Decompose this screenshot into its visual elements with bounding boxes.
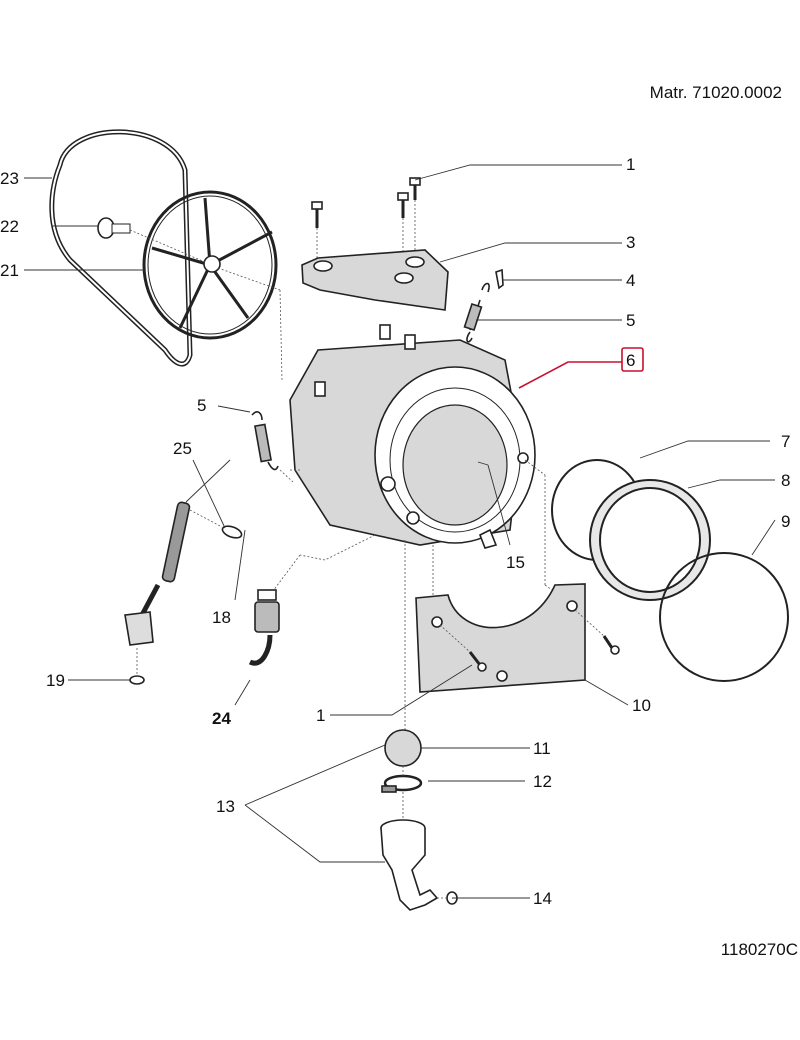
drawing-code: 1180270C [721, 940, 798, 959]
callout-12[interactable]: 12 [533, 772, 552, 791]
callout-11[interactable]: 11 [533, 739, 551, 758]
callout-21[interactable]: 21 [0, 261, 19, 280]
screw-front-left[interactable] [468, 651, 487, 672]
screw-front-right[interactable] [602, 635, 620, 655]
spring-upper[interactable] [463, 282, 490, 343]
callout-5[interactable]: 5 [626, 311, 635, 330]
pin[interactable] [221, 524, 243, 540]
callout-14[interactable]: 14 [533, 889, 552, 908]
callout-22[interactable]: 22 [0, 217, 19, 236]
clip[interactable] [495, 268, 504, 290]
counterweight-top[interactable] [301, 249, 449, 311]
callout-8[interactable]: 8 [781, 471, 790, 490]
callout-24[interactable]: 24 [212, 709, 231, 728]
material-code: Matr. 71020.0002 [650, 83, 782, 102]
pulley-bolt[interactable] [97, 217, 131, 239]
callout-13[interactable]: 13 [216, 797, 235, 816]
callout-25[interactable]: 25 [173, 439, 192, 458]
tub-assembly[interactable] [289, 324, 536, 549]
counterweight-front[interactable] [415, 583, 586, 693]
pressure-hose[interactable] [248, 589, 280, 666]
leader-lines [24, 164, 776, 899]
callout-9[interactable]: 9 [781, 512, 790, 531]
hose-clamp[interactable] [381, 774, 423, 793]
callout-1-lower[interactable]: 1 [316, 706, 325, 725]
callout-5-lower[interactable]: 5 [197, 396, 206, 415]
pulley[interactable] [142, 190, 278, 340]
drive-belt[interactable] [49, 129, 193, 367]
screw-top-left[interactable] [311, 201, 323, 228]
spring-lower[interactable] [251, 411, 279, 471]
gasket[interactable] [659, 552, 789, 682]
callout-4[interactable]: 4 [626, 271, 635, 290]
screw-top-mid[interactable] [397, 192, 409, 218]
callout-6-leader [518, 361, 622, 389]
damper-foot[interactable] [129, 675, 145, 685]
callout-18[interactable]: 18 [212, 608, 231, 627]
callout-1[interactable]: 1 [626, 155, 635, 174]
screw-top-right[interactable] [409, 177, 421, 200]
front-flange[interactable] [589, 479, 711, 601]
callout-23[interactable]: 23 [0, 169, 19, 188]
callout-19[interactable]: 19 [46, 671, 65, 690]
shock-absorber[interactable] [124, 501, 191, 646]
ball[interactable] [384, 729, 422, 767]
callout-15[interactable]: 15 [506, 553, 525, 572]
callout-10[interactable]: 10 [632, 696, 651, 715]
callout-6[interactable]: 6 [626, 351, 635, 370]
drain-hose[interactable] [380, 819, 439, 911]
callout-3[interactable]: 3 [626, 233, 635, 252]
callout-6-box[interactable] [621, 347, 644, 372]
callout-7[interactable]: 7 [781, 432, 790, 451]
